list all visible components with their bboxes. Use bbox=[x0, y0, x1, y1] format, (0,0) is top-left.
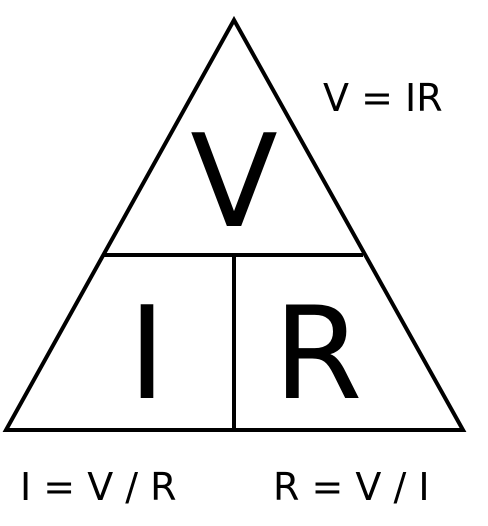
letter-i: I bbox=[128, 280, 166, 429]
letter-r: R bbox=[274, 280, 363, 429]
letter-v: V bbox=[190, 108, 278, 257]
formula-resistance: R = V / I bbox=[273, 465, 430, 509]
formula-voltage: V = IR bbox=[323, 76, 443, 120]
formula-current: I = V / R bbox=[20, 465, 177, 509]
